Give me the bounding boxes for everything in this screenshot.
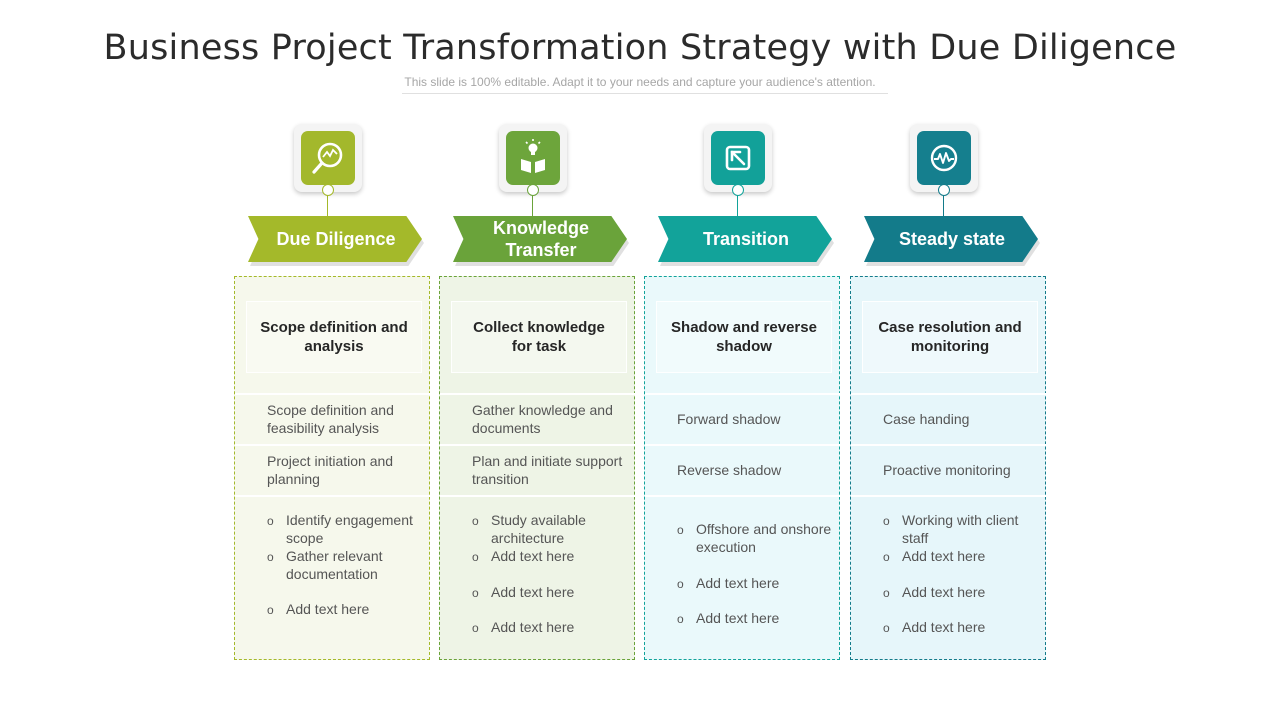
bullet-item: Add text here [472, 618, 632, 637]
stage-panel: Collect knowledge for task Gather knowle… [439, 276, 636, 660]
bullet-list: Study available architecture Add text he… [440, 495, 636, 659]
bullet-item: Add text here [677, 609, 837, 628]
connector-dot [527, 184, 539, 196]
stage-column-transition: Transition Shadow and reverse shadow For… [644, 120, 844, 665]
connector-dot [322, 184, 334, 196]
panel-row: Proactive monitoring [851, 444, 1047, 494]
panel-heading: Scope definition and analysis [246, 301, 422, 373]
stage-icon-frame [499, 124, 567, 192]
pulse-monitor-icon [917, 131, 971, 185]
bullet-list: Identify engagement scope Gather relevan… [235, 495, 431, 659]
stage-column-due-diligence: Due Diligence Scope definition and analy… [234, 120, 434, 665]
panel-heading: Case resolution and monitoring [862, 301, 1038, 373]
connector-dot [732, 184, 744, 196]
magnifier-chart-icon [301, 131, 355, 185]
lightbulb-book-icon [506, 131, 560, 185]
stage-icon-frame [704, 124, 772, 192]
panel-heading: Collect knowledge for task [451, 301, 627, 373]
stage-icon-frame [294, 124, 362, 192]
bullet-list: Working with client staff Add text here … [851, 495, 1047, 659]
stage-chevron: Due Diligence [248, 216, 422, 262]
page-title: Business Project Transformation Strategy… [103, 28, 1177, 68]
bullet-list: Offshore and onshore execution Add text … [645, 495, 841, 659]
connector-line [737, 190, 738, 218]
stage-chevron: Transition [658, 216, 832, 262]
panel-heading: Shadow and reverse shadow [656, 301, 832, 373]
connector-line [327, 190, 328, 218]
bullet-item: Add text here [883, 618, 1043, 637]
bullet-item: Add text here [677, 574, 837, 593]
connector-line [943, 190, 944, 218]
panel-row: Gather knowledge and documents [440, 393, 636, 443]
bullet-item: Add text here [472, 583, 632, 602]
stage-chevron: Knowledge Transfer [453, 216, 627, 262]
bullet-item: Gather relevant documentation [267, 547, 427, 583]
bullet-item: Add text here [472, 547, 632, 566]
page-subtitle: This slide is 100% editable. Adapt it to… [404, 75, 876, 89]
panel-row: Reverse shadow [645, 444, 841, 494]
panel-row: Scope definition and feasibility analysi… [235, 393, 431, 443]
arrow-inward-icon [711, 131, 765, 185]
connector-dot [938, 184, 950, 196]
stage-icon-frame [910, 124, 978, 192]
stage-column-knowledge-transfer: Knowledge Transfer Collect knowledge for… [439, 120, 639, 665]
panel-row: Forward shadow [645, 393, 841, 443]
subtitle-divider [402, 93, 888, 94]
stage-column-steady-state: Steady state Case resolution and monitor… [850, 120, 1050, 665]
stage-panel: Case resolution and monitoring Case hand… [850, 276, 1047, 660]
stage-panel: Shadow and reverse shadow Forward shadow… [644, 276, 841, 660]
bullet-item: Add text here [883, 547, 1043, 566]
bullet-item: Study available architecture [472, 511, 632, 547]
stage-chevron: Steady state [864, 216, 1038, 262]
panel-row: Project initiation and planning [235, 444, 431, 494]
bullet-item: Add text here [267, 600, 427, 619]
connector-line [532, 190, 533, 218]
bullet-item: Offshore and onshore execution [677, 520, 837, 556]
bullet-item: Identify engagement scope [267, 511, 427, 547]
panel-row: Case handing [851, 393, 1047, 443]
panel-row: Plan and initiate support transition [440, 444, 636, 494]
bullet-item: Working with client staff [883, 511, 1043, 547]
bullet-item: Add text here [883, 583, 1043, 602]
stage-panel: Scope definition and analysis Scope defi… [234, 276, 431, 660]
